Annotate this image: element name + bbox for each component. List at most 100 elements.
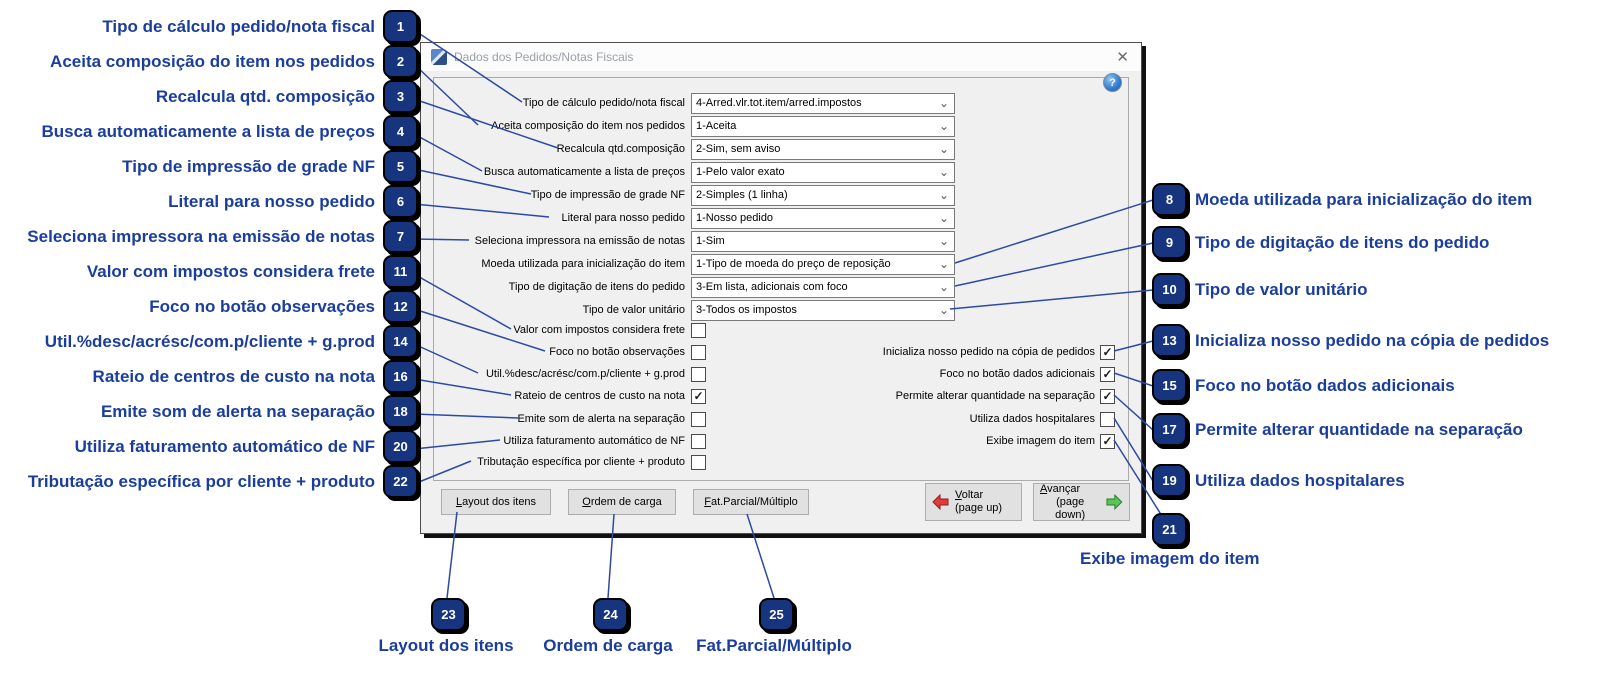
field-row: Literal para nosso pedido 1-Nosso pedido… <box>421 208 1141 229</box>
dados-hospitalares-checkbox[interactable] <box>1100 412 1115 427</box>
field-label: Aceita composição do item nos pedidos <box>491 120 685 132</box>
tipo-calculo-dropdown[interactable]: 4-Arred.vlr.tot.item/arred.impostos ⌄ <box>691 93 955 114</box>
callout-badge: 25 <box>759 598 794 631</box>
busca-lista-precos-dropdown[interactable]: 1-Pelo valor exato ⌄ <box>691 162 955 183</box>
permite-alterar-quantidade-checkbox[interactable]: ✓ <box>1100 389 1115 404</box>
callout-badge: 19 <box>1152 464 1187 497</box>
dropdown-value: 3-Em lista, adicionais com foco <box>696 281 848 293</box>
field-label: Tipo de valor unitário <box>582 304 685 316</box>
callout-badge: 23 <box>431 598 466 631</box>
callout-label: Valor com impostos considera frete <box>86 261 375 281</box>
faturamento-automatico-checkbox[interactable] <box>691 434 706 449</box>
callout-badge: 18 <box>383 395 418 428</box>
callout-badge: 14 <box>383 325 418 358</box>
check-row: Utiliza dados hospitalares <box>421 412 1141 427</box>
inicializa-nosso-pedido-checkbox[interactable]: ✓ <box>1100 345 1115 360</box>
dialog-title: Dados dos Pedidos/Notas Fiscais <box>454 50 634 64</box>
field-label: Tipo de impressão de grade NF <box>530 189 685 201</box>
check-mark: ✓ <box>1102 434 1113 448</box>
exibe-imagem-checkbox[interactable]: ✓ <box>1100 434 1115 449</box>
check-label: Rateio de centros de custo na nota <box>514 390 685 402</box>
callout-label: Foco no botão observações <box>149 296 375 316</box>
tipo-impressao-grade-dropdown[interactable]: 2-Simples (1 linha) ⌄ <box>691 185 955 206</box>
foco-observacoes-checkbox[interactable] <box>691 345 706 360</box>
aceita-composicao-dropdown[interactable]: 1-Aceita ⌄ <box>691 116 955 137</box>
field-label: Busca automaticamente a lista de preços <box>483 166 685 178</box>
callout-label: Util.%desc/acrésc/com.p/cliente + g.prod <box>44 331 375 351</box>
chevron-down-icon: ⌄ <box>938 165 950 179</box>
callout-badge: 17 <box>1152 413 1187 446</box>
fat-parcial-multiplo-button[interactable]: Fat.Parcial/Múltiplo <box>693 489 809 515</box>
field-row: Aceita composição do item nos pedidos 1-… <box>421 116 1141 137</box>
callout-22: Tributação específica por cliente + prod… <box>0 465 418 498</box>
rateio-centros-custo-checkbox[interactable]: ✓ <box>691 389 706 404</box>
callout-badge: 22 <box>383 465 418 498</box>
callout-label: Rateio de centros de custo na nota <box>92 366 375 386</box>
check-label: Tributação específica por cliente + prod… <box>477 456 685 468</box>
check-row: Util.%desc/acrésc/com.p/cliente + g.prod <box>421 367 1141 382</box>
literal-nosso-pedido-dropdown[interactable]: 1-Nosso pedido ⌄ <box>691 208 955 229</box>
dropdown-value: 4-Arred.vlr.tot.item/arred.impostos <box>696 97 862 109</box>
callout-badge: 9 <box>1152 226 1187 259</box>
button-label: L <box>455 496 463 508</box>
avancar-button[interactable]: Avançar (page down) <box>1033 483 1130 521</box>
field-label: Tipo de digitação de itens do pedido <box>508 281 685 293</box>
layout-dos-itens-button[interactable]: Layout dos itens <box>441 489 551 515</box>
chevron-down-icon: ⌄ <box>938 234 950 248</box>
voltar-button[interactable]: Voltar (page up) <box>925 483 1022 521</box>
callout-label: Tipo de impressão de grade NF <box>122 156 375 176</box>
callout-14: Util.%desc/acrésc/com.p/cliente + g.prod… <box>0 325 418 358</box>
callout-label: Emite som de alerta na separação <box>100 401 375 421</box>
button-label: Voltar (page up) <box>955 489 1003 514</box>
chevron-down-icon: ⌄ <box>938 96 950 110</box>
chevron-down-icon: ⌄ <box>938 188 950 202</box>
dropdown-value: 3-Todos os impostos <box>696 304 797 316</box>
emite-som-alerta-checkbox[interactable] <box>691 412 706 427</box>
chevron-down-icon: ⌄ <box>938 142 950 156</box>
callout-badge: 24 <box>593 598 628 631</box>
callout-badge: 13 <box>1152 324 1187 357</box>
moeda-inicializacao-dropdown[interactable]: 1-Tipo de moeda do preço de reposição ⌄ <box>691 254 955 275</box>
valor-impostos-frete-checkbox[interactable] <box>691 323 706 338</box>
ordem-de-carga-button[interactable]: Ordem de carga <box>568 489 676 515</box>
callout-18: Emite som de alerta na separação 18 <box>0 395 418 428</box>
tipo-valor-unitario-dropdown[interactable]: 3-Todos os impostos ⌄ <box>691 300 955 321</box>
foco-dados-adicionais-checkbox[interactable]: ✓ <box>1100 367 1115 382</box>
check-label: Utiliza faturamento automático de NF <box>503 435 685 447</box>
callout-label: Literal para nosso pedido <box>168 191 375 211</box>
seleciona-impressora-dropdown[interactable]: 1-Sim ⌄ <box>691 231 955 252</box>
button-label: F <box>704 496 711 508</box>
callout-label: Utiliza faturamento automático de NF <box>74 436 375 456</box>
recalcula-qtd-dropdown[interactable]: 2-Sim, sem aviso ⌄ <box>691 139 955 160</box>
callout-badge: 2 <box>383 45 418 78</box>
dialog-titlebar[interactable]: Dados dos Pedidos/Notas Fiscais ✕ <box>421 43 1141 71</box>
callout-label: Tipo de cálculo pedido/nota fiscal <box>102 16 375 36</box>
field-row: Seleciona impressora na emissão de notas… <box>421 231 1141 252</box>
check-row: Rateio de centros de custo na nota ✓ <box>421 389 1141 404</box>
chevron-down-icon: ⌄ <box>938 119 950 133</box>
button-label: rdem de carga <box>590 496 662 508</box>
callout-label: Tipo de valor unitário <box>1195 279 1368 299</box>
field-row: Tipo de digitação de itens do pedido 3-E… <box>421 277 1141 298</box>
check-label: Inicializa nosso pedido na cópia de pedi… <box>882 346 1095 358</box>
callout-badge: 20 <box>383 430 418 463</box>
dropdown-value: 2-Simples (1 linha) <box>696 189 788 201</box>
callout-7: Seleciona impressora na emissão de notas… <box>0 220 418 253</box>
close-icon[interactable]: ✕ <box>1116 49 1129 66</box>
tipo-digitacao-dropdown[interactable]: 3-Em lista, adicionais com foco ⌄ <box>691 277 955 298</box>
tributacao-especifica-checkbox[interactable] <box>691 455 706 470</box>
field-label: Recalcula qtd.composição <box>556 143 685 155</box>
callout-label: Inicializa nosso pedido na cópia de pedi… <box>1195 330 1550 350</box>
callout-label: Recalcula qtd. composição <box>155 86 375 106</box>
check-row: Foco no botão dados adicionais ✓ <box>421 367 1141 382</box>
callout-badge: 21 <box>1152 513 1187 546</box>
help-icon[interactable]: ? <box>1103 73 1122 92</box>
util-desc-acresc-checkbox[interactable] <box>691 367 706 382</box>
check-row: Permite alterar quantidade na separação … <box>421 389 1141 404</box>
